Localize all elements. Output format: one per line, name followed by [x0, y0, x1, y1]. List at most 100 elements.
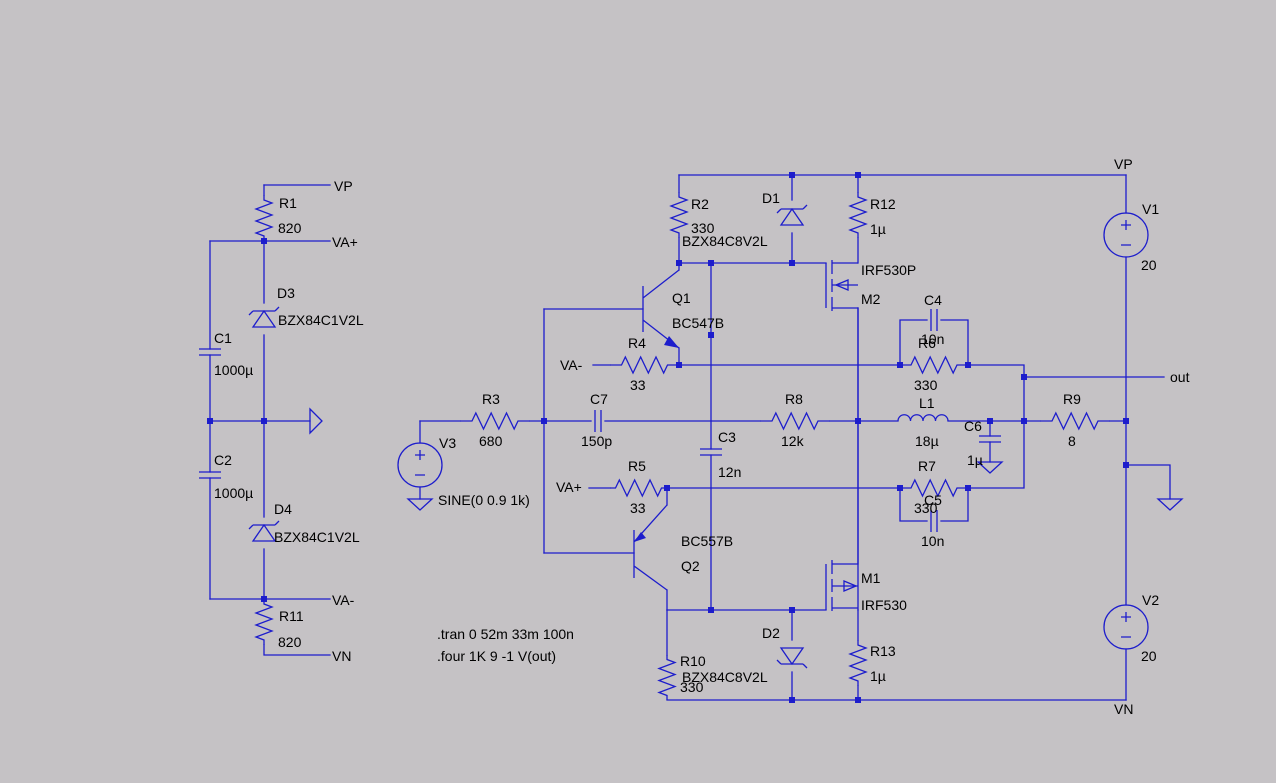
v2-source-body	[1103, 604, 1149, 650]
spice-directive-tran: .tran 0 52m 33m 100n	[437, 626, 574, 642]
v1-value: 20	[1141, 257, 1157, 273]
wire	[940, 487, 969, 522]
r5-resistor	[610, 478, 667, 498]
junction-dot	[261, 596, 267, 602]
q1-emitter-arrow	[664, 336, 679, 348]
wire	[263, 644, 331, 656]
net-label-va-plus-left: VA+	[332, 234, 358, 250]
q2-value: BC557B	[681, 533, 733, 549]
r9-resistor	[1040, 411, 1110, 431]
d4-name: D4	[274, 501, 292, 517]
junction-dot	[541, 418, 547, 424]
l1-inductor	[897, 414, 949, 422]
d4-value: BZX84C1V2L	[274, 529, 360, 545]
m2-name: M2	[861, 291, 881, 307]
r8-name: R8	[785, 391, 803, 407]
c1-value: 1000µ	[214, 362, 253, 378]
wires	[209, 174, 1171, 701]
v3-value: SINE(0 0.9 1k)	[438, 492, 530, 508]
r1-value: 820	[278, 220, 302, 236]
c7-value: 150p	[581, 433, 612, 449]
r10-name: R10	[680, 653, 706, 669]
r5-name: R5	[628, 458, 646, 474]
wire	[1125, 464, 1171, 500]
q1-transistor	[642, 269, 680, 349]
c4-value: 10n	[921, 331, 944, 347]
r13-resistor	[848, 640, 868, 686]
q2-transistor	[633, 504, 668, 591]
r2-value: 330	[691, 220, 715, 236]
d3-zener	[248, 306, 280, 328]
net-label-vn-left: VN	[332, 648, 351, 664]
v1-name: V1	[1142, 201, 1159, 217]
m1-channel-arrow	[843, 580, 858, 592]
r9-value: 8	[1068, 433, 1076, 449]
junction-dot	[1021, 374, 1027, 380]
d3-name: D3	[277, 285, 295, 301]
junction-dot	[789, 607, 795, 613]
r9-name: R9	[1063, 391, 1081, 407]
junction-dot	[1123, 418, 1129, 424]
d3-value: BZX84C1V2L	[278, 312, 364, 328]
r10-resistor	[657, 655, 677, 700]
c5-value: 10n	[921, 533, 944, 549]
junction-dot	[789, 260, 795, 266]
r8-resistor	[760, 411, 830, 431]
r10-value: 330	[680, 679, 704, 695]
v3-source-body	[397, 442, 443, 488]
v2-source-polarity	[1121, 612, 1131, 638]
junction-dot	[897, 362, 903, 368]
r4-resistor	[610, 355, 679, 375]
d1-name: D1	[762, 190, 780, 206]
d1-value: BZX84C8V2L	[682, 233, 768, 249]
c1-name: C1	[214, 330, 232, 346]
junction-dot	[708, 260, 714, 266]
net-label-vn-right: VN	[1114, 701, 1133, 717]
r11-value: 820	[278, 634, 302, 650]
junction-dot	[664, 485, 670, 491]
net-label-va-minus-r4: VA-	[560, 357, 583, 373]
junction-dot	[965, 362, 971, 368]
wire	[899, 319, 928, 366]
junction-dot	[789, 697, 795, 703]
wire	[967, 376, 1025, 489]
junction-dots	[207, 172, 1129, 703]
d2-value: BZX84C8V2L	[682, 669, 768, 685]
r7-resistor	[900, 478, 968, 498]
r11-name: R11	[279, 608, 304, 624]
q2-name: Q2	[681, 558, 700, 574]
r11-resistor	[254, 599, 274, 645]
r13-value: 1µ	[870, 668, 886, 684]
junction-dot	[207, 418, 213, 424]
r7-name: R7	[918, 458, 936, 474]
q2-emitter-arrow	[634, 532, 646, 542]
m1-mosfet	[825, 560, 858, 611]
m2-channel-arrow	[834, 279, 849, 291]
c6-value: 1µ	[967, 452, 983, 468]
r2-name: R2	[691, 196, 709, 212]
net-label-out: out	[1170, 369, 1190, 385]
r6-value: 330	[914, 377, 938, 393]
junction-dot	[676, 362, 682, 368]
c5-name: C5	[924, 492, 942, 508]
c4-capacitor	[930, 309, 938, 331]
r1-name: R1	[279, 195, 297, 211]
junction-dot	[855, 697, 861, 703]
junction-dot	[897, 485, 903, 491]
v3-ground	[406, 498, 434, 511]
c6-name: C6	[964, 418, 982, 434]
r4-value: 33	[630, 377, 646, 393]
junction-dot	[987, 418, 993, 424]
v2-value: 20	[1141, 648, 1157, 664]
wire	[940, 319, 969, 366]
v3-name: V3	[439, 435, 456, 451]
q1-value: BC547B	[672, 315, 724, 331]
c4-name: C4	[924, 292, 942, 308]
c2-name: C2	[214, 452, 232, 468]
junction-dot	[855, 172, 861, 178]
wire	[899, 487, 928, 522]
r2-resistor	[669, 192, 689, 238]
r13-name: R13	[870, 643, 896, 659]
v2-name: V2	[1142, 592, 1159, 608]
